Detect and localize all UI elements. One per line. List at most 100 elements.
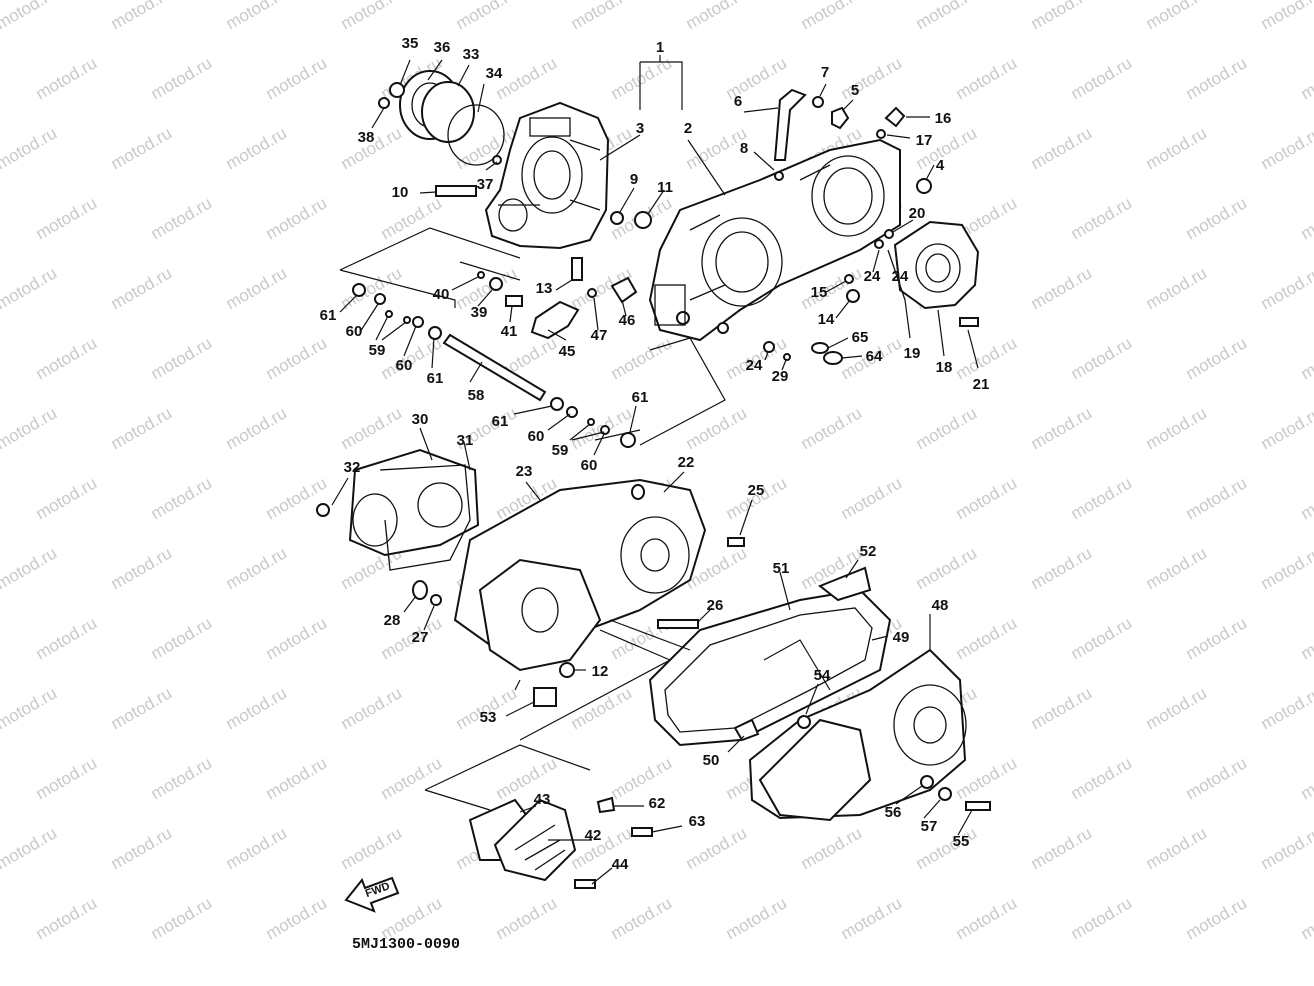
- watermark-text: motod.ru: [1143, 263, 1211, 313]
- watermark-text: motod.ru: [223, 0, 291, 33]
- watermark-text: motod.ru: [263, 333, 331, 383]
- watermark-text: motod.ru: [33, 53, 101, 103]
- callout-29: 29: [772, 368, 789, 385]
- callout-53: 53: [480, 709, 497, 726]
- plug-12: [559, 662, 575, 678]
- watermark-text: motod.ru: [568, 683, 636, 733]
- callout-60: 60: [346, 323, 363, 340]
- watermark-text: motod.ru: [263, 193, 331, 243]
- watermark-text: motod.ru: [1183, 613, 1251, 663]
- diagram-code: 5MJ1300-0090: [352, 936, 460, 953]
- strainer-46: [610, 276, 638, 304]
- callout-37: 37: [477, 176, 494, 193]
- watermark-text: motod.ru: [223, 823, 291, 873]
- watermark-text: motod.ru: [1183, 753, 1251, 803]
- watermark-text: motod.ru: [1298, 473, 1314, 523]
- callout-65: 65: [852, 329, 869, 346]
- callout-1: 1: [656, 39, 664, 56]
- watermark-text: motod.ru: [1068, 753, 1136, 803]
- watermark-text: motod.ru: [953, 893, 1021, 943]
- watermark-text: motod.ru: [1298, 193, 1314, 243]
- collar-54: [797, 715, 811, 729]
- watermark-text: motod.ru: [148, 753, 216, 803]
- pipe-13: [571, 257, 583, 281]
- callout-8: 8: [740, 140, 748, 157]
- watermark-text: motod.ru: [953, 613, 1021, 663]
- plug-16: [884, 106, 906, 128]
- watermark-text: motod.ru: [148, 53, 216, 103]
- callout-41: 41: [501, 323, 518, 340]
- callout-13: 13: [536, 280, 553, 297]
- watermark-text: motod.ru: [913, 543, 981, 593]
- oil-seal-11: [634, 211, 652, 229]
- bolt-64: [823, 351, 843, 365]
- watermark-text: motod.ru: [913, 403, 981, 453]
- watermark-text: motod.ru: [1068, 53, 1136, 103]
- callout-40: 40: [433, 286, 450, 303]
- watermark-text: motod.ru: [913, 0, 981, 33]
- dowel-9: [610, 211, 624, 225]
- watermark-text: motod.ru: [108, 123, 176, 173]
- watermark-text: motod.ru: [1068, 193, 1136, 243]
- callout-62: 62: [649, 795, 666, 812]
- watermark-text: motod.ru: [0, 123, 60, 173]
- watermark-text: motod.ru: [1258, 263, 1314, 313]
- callout-25: 25: [748, 482, 765, 499]
- callout-24: 24: [864, 268, 881, 285]
- fwd-arrow: [344, 876, 400, 913]
- dowel-24a: [874, 239, 884, 249]
- left-crankcase: [484, 101, 610, 250]
- crankcase-cover-23: [453, 478, 707, 672]
- callout-36: 36: [434, 39, 451, 56]
- watermark-text: motod.ru: [1258, 123, 1314, 173]
- callout-30: 30: [412, 411, 429, 428]
- belt-case-cover: [648, 566, 967, 822]
- callout-48: 48: [932, 597, 949, 614]
- callout-61: 61: [632, 389, 649, 406]
- bolt-26: [657, 619, 699, 629]
- grommet-57: [938, 787, 952, 801]
- watermark-text: motod.ru: [1143, 123, 1211, 173]
- watermark-text: motod.ru: [723, 53, 791, 103]
- watermark-text: motod.ru: [1298, 333, 1314, 383]
- watermark-text: motod.ru: [338, 0, 406, 33]
- watermark-text: motod.ru: [1298, 893, 1314, 943]
- watermark-text: motod.ru: [0, 683, 60, 733]
- watermark-text: motod.ru: [1143, 823, 1211, 873]
- watermark-text: motod.ru: [1143, 543, 1211, 593]
- watermark-text: motod.ru: [223, 403, 291, 453]
- callout-27: 27: [412, 629, 429, 646]
- callout-24: 24: [746, 357, 763, 374]
- watermark-text: motod.ru: [108, 683, 176, 733]
- callout-31: 31: [457, 432, 474, 449]
- callout-20: 20: [909, 205, 926, 222]
- watermark-text: motod.ru: [223, 123, 291, 173]
- watermark-text: motod.ru: [1028, 0, 1096, 33]
- watermark-text: motod.ru: [108, 543, 176, 593]
- oil-pump-cover: [378, 70, 505, 166]
- watermark-text: motod.ru: [1258, 0, 1314, 33]
- fitting-5: [831, 106, 850, 130]
- callout-18: 18: [936, 359, 953, 376]
- watermark-text: motod.ru: [148, 613, 216, 663]
- watermark-text: motod.ru: [838, 893, 906, 943]
- pin-29: [783, 353, 791, 361]
- watermark-text: motod.ru: [1258, 543, 1314, 593]
- bolt-63: [631, 827, 653, 837]
- callout-12: 12: [592, 663, 609, 680]
- clip-7: [812, 96, 824, 108]
- callout-42: 42: [585, 827, 602, 844]
- watermark-text: motod.ru: [0, 543, 60, 593]
- watermark-text: motod.ru: [1068, 333, 1136, 383]
- watermark-text: motod.ru: [148, 473, 216, 523]
- watermark-text: motod.ru: [338, 263, 406, 313]
- watermark-text: motod.ru: [1183, 193, 1251, 243]
- dowel-24b: [763, 341, 775, 353]
- watermark-text: motod.ru: [1143, 403, 1211, 453]
- watermark-text: motod.ru: [798, 0, 866, 33]
- watermark-text: motod.ru: [568, 0, 636, 33]
- watermark-text: motod.ru: [798, 823, 866, 873]
- watermark-text: motod.ru: [608, 53, 676, 103]
